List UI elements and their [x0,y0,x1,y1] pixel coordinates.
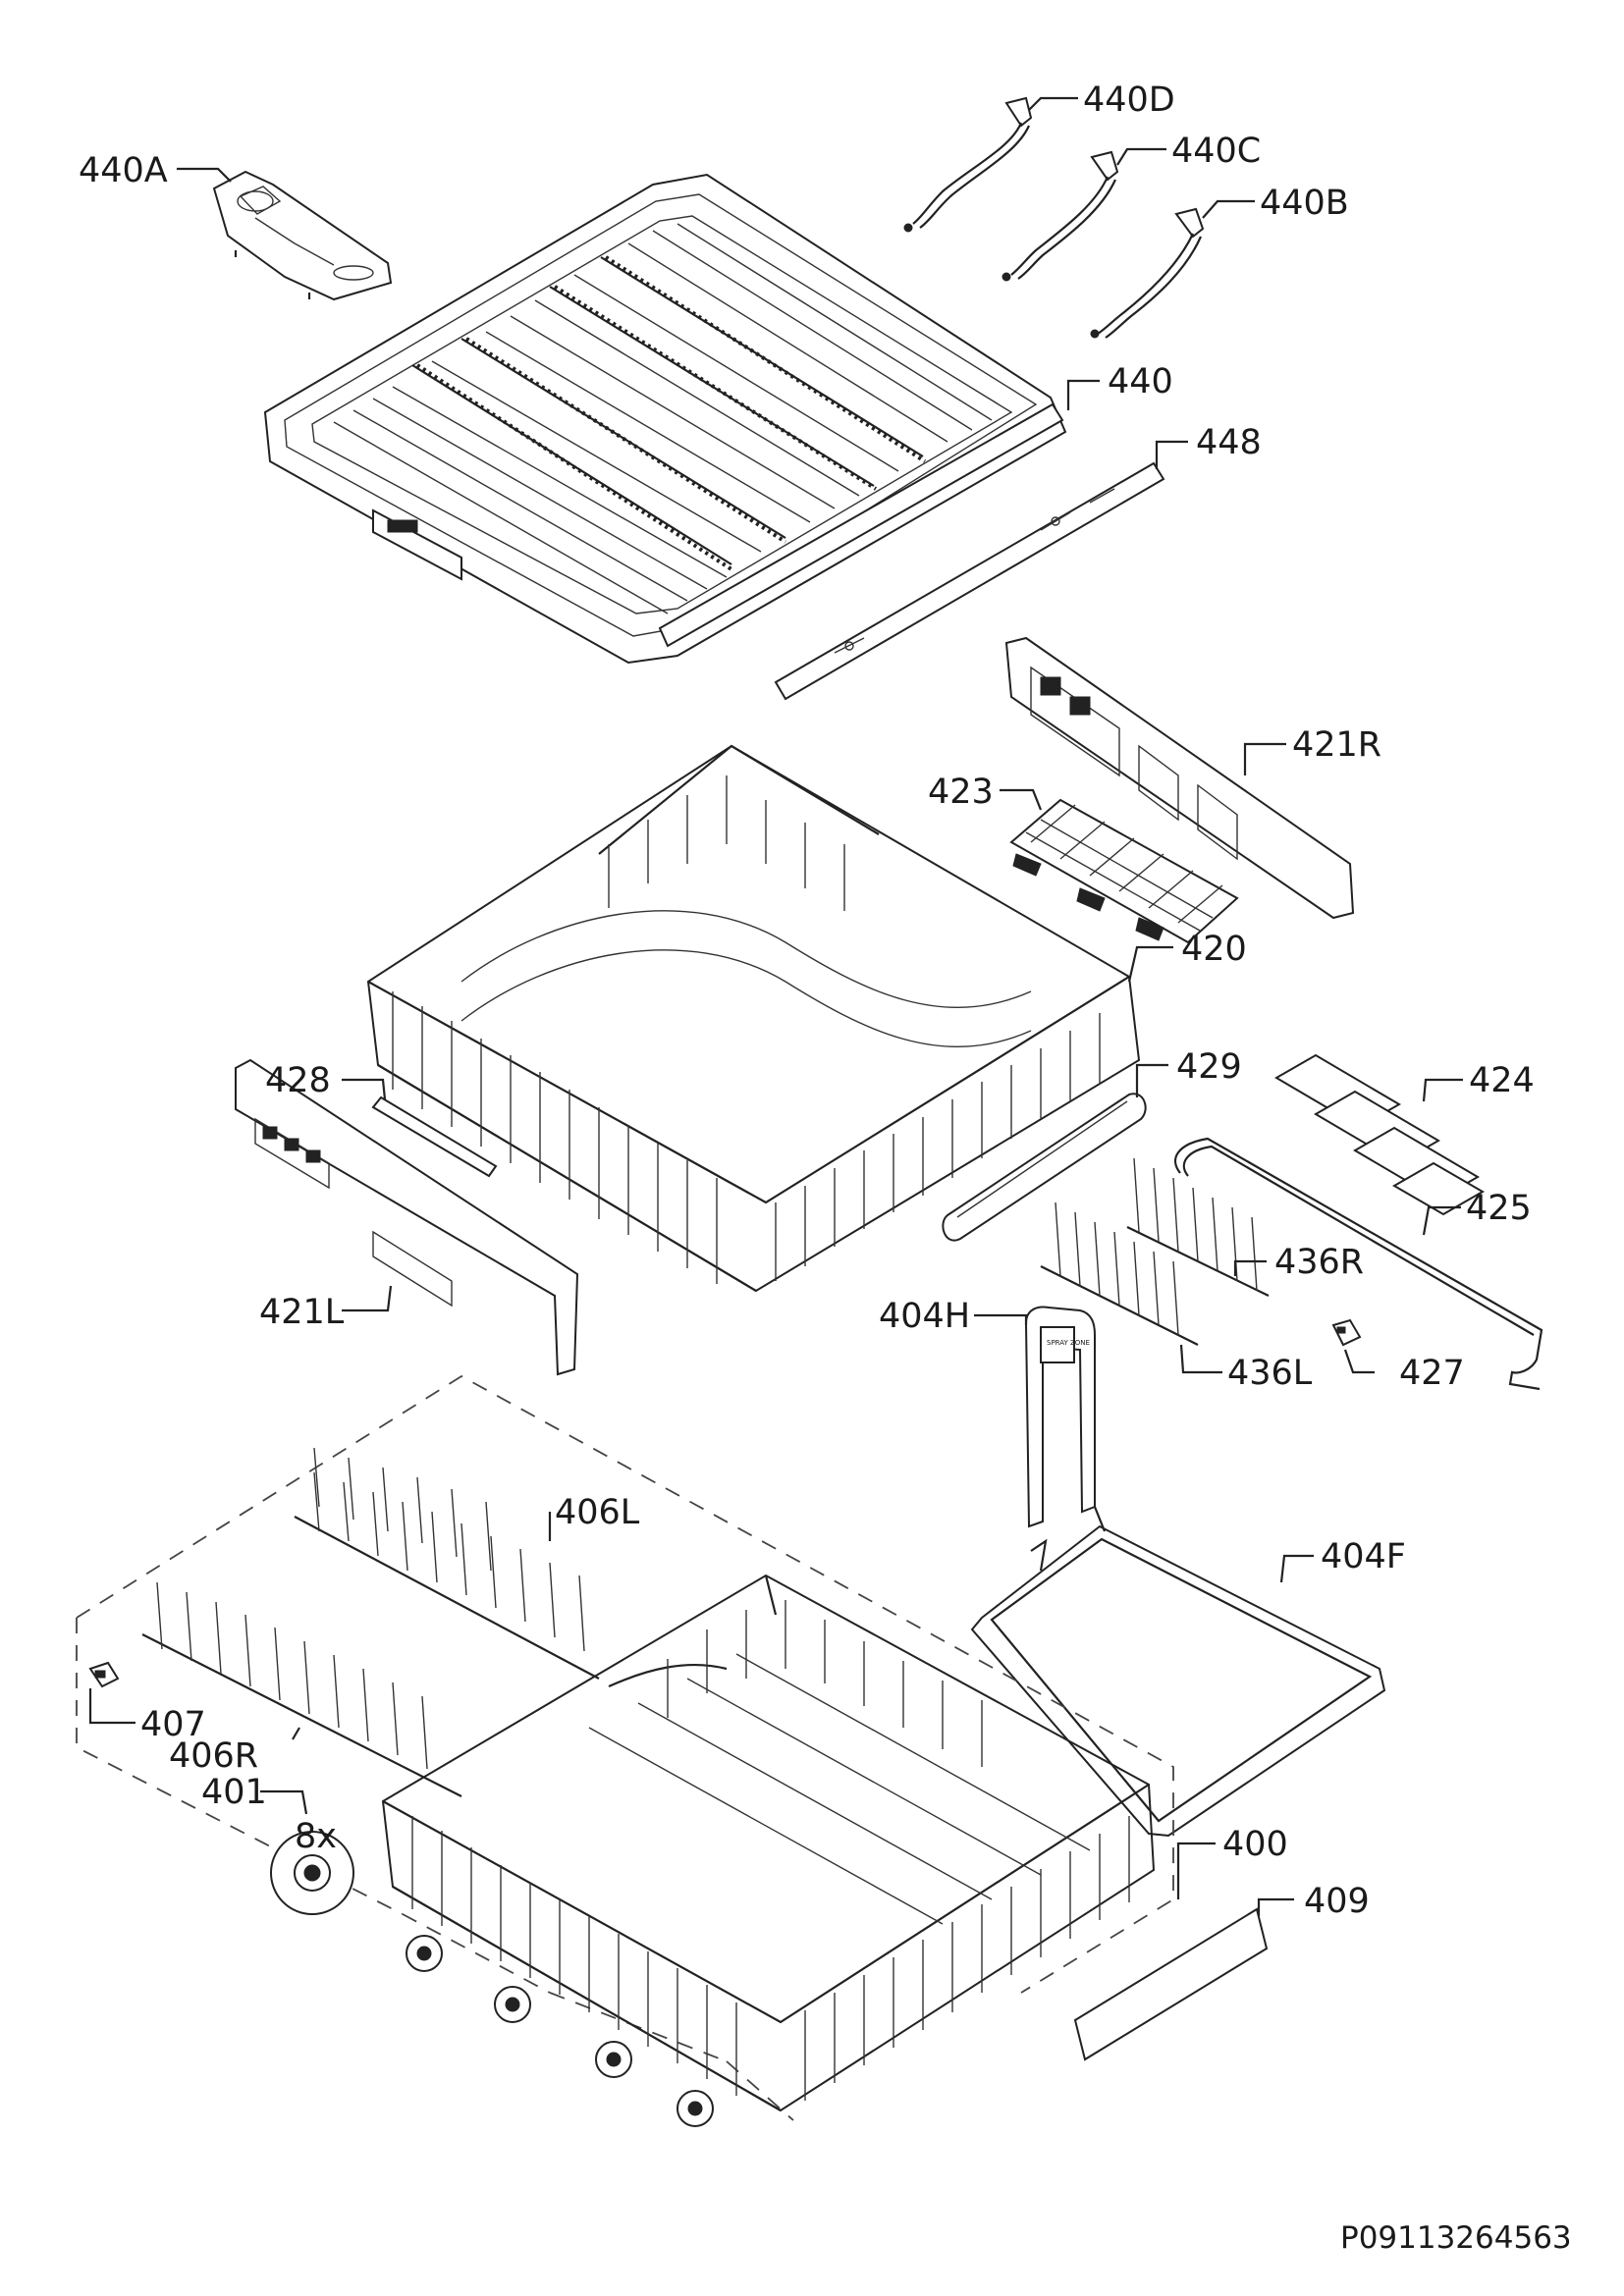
rail-440B [1090,207,1205,339]
leader-lines [88,96,1463,1916]
callout-421R: 421R [1292,725,1381,765]
callout-429: 429 [1176,1047,1242,1087]
cutlery-tray-440 [263,173,1067,665]
handle-strip-448 [774,461,1165,701]
clips-424 [1274,1053,1485,1216]
spray-zone-holder-404H: SPRAY ZONE [1024,1306,1096,1528]
upper-basket-420 [366,744,1141,1293]
lower-basket-wires [411,1600,1130,2101]
callout-404F: 404F [1321,1537,1406,1576]
basket-wires [392,775,1101,1284]
callout-440A: 440A [79,151,168,190]
callout-421L: 421L [259,1293,345,1332]
tine-rack-406L [294,1447,600,1680]
callout-427: 427 [1399,1354,1465,1393]
callout-440C: 440C [1171,132,1261,171]
cup-insert-423 [1009,798,1239,944]
tray-bracket-440A [212,170,393,301]
callout-400: 400 [1222,1825,1288,1864]
spray-zone-badge [1040,1326,1075,1363]
callout-401-quantity: 8x [295,1817,337,1856]
callout-406R: 406R [169,1736,258,1776]
tine-rack-436R [1126,1157,1270,1297]
handle-429 [942,1093,1147,1242]
basket-wheels [406,1935,714,2127]
dashed-outline-406 [76,1374,1174,2121]
wheel-401 [270,1831,354,1915]
callout-436R: 436R [1274,1243,1364,1282]
rack-support-421L [235,1058,579,1376]
callout-420: 420 [1181,930,1247,969]
callout-424: 424 [1469,1061,1535,1100]
tray-grid [333,223,993,614]
callout-423: 423 [928,773,994,812]
lower-basket-400 [381,1574,1156,2127]
rack-support-421R [1004,636,1355,920]
callout-425: 425 [1466,1189,1532,1228]
callout-440D: 440D [1083,80,1175,120]
callout-409: 409 [1304,1882,1370,1921]
callout-407: 407 [140,1705,206,1744]
callout-428: 428 [265,1061,331,1100]
rail-440D [903,96,1033,233]
tine-rack-406R [141,1581,462,1797]
callout-401: 401 [201,1773,267,1812]
callout-404H: 404H [879,1297,970,1336]
rail-440C [1001,150,1119,282]
drawing-code: P09113264563 [1340,2220,1572,2256]
clip-407 [88,1661,120,1688]
tine-rack-436L [1040,1201,1199,1346]
callout-436L: 436L [1227,1354,1313,1393]
handle-409 [1073,1907,1269,2061]
wire-425 [1174,1137,1543,1391]
callout-440B: 440B [1260,184,1349,223]
frame-404F [970,1506,1386,1838]
clip-427 [1331,1318,1362,1347]
callout-406L: 406L [555,1493,640,1532]
bar-428 [371,1095,498,1178]
callout-440: 440 [1108,362,1173,401]
spray-zone-marking: SPRAY ZONE [1047,1339,1090,1347]
callout-448: 448 [1196,423,1262,462]
